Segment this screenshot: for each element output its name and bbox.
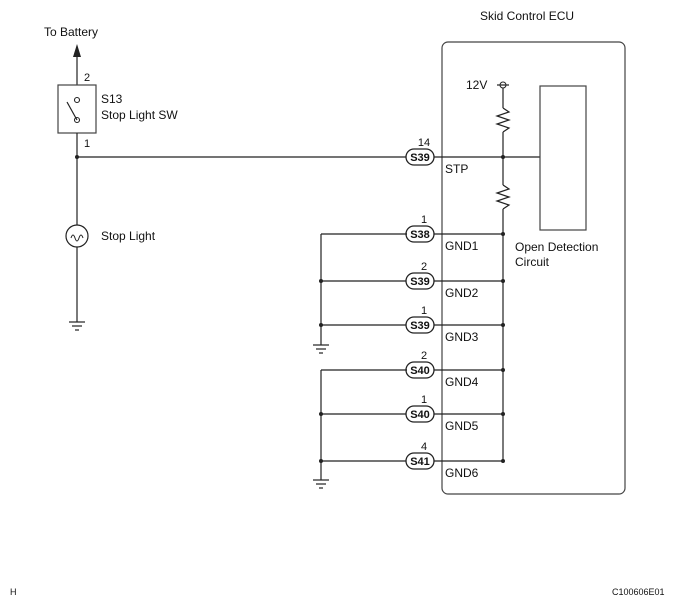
connector-pill (405, 272, 435, 290)
pin-number: 1 (421, 305, 427, 317)
stop-light-lamp-icon (65, 224, 89, 248)
switch-name-label: Stop Light SW (101, 108, 178, 122)
connector-id: S39 (410, 152, 430, 164)
ground-pin-junction-dot (501, 323, 505, 327)
connector-pill (405, 452, 435, 470)
ground-icon (69, 321, 85, 331)
switch-id-label: S13 (101, 92, 123, 106)
pin-number: 1 (421, 394, 427, 406)
battery-arrow-icon (73, 44, 81, 57)
ecu-box (441, 41, 626, 495)
signal-label: GND3 (445, 330, 479, 344)
pin-number: 1 (421, 214, 427, 226)
signal-label: GND4 (445, 375, 479, 389)
ground-bus-group-1 (313, 233, 407, 354)
switch-pin-bottom: 1 (84, 138, 90, 150)
ground-pin-junction-dot (501, 412, 505, 416)
ground-pin-junction-dot (501, 459, 505, 463)
connector-rows: S3914STPS381GND1S392GND2S391GND3S402GND4… (321, 137, 505, 480)
stop-light-label: Stop Light (101, 229, 156, 243)
connector-id: S39 (410, 276, 430, 288)
ground-bus-group-2 (313, 369, 407, 489)
connector-id: S39 (410, 320, 430, 332)
ecu-title: Skid Control ECU (480, 9, 574, 23)
signal-label: GND2 (445, 286, 479, 300)
signal-label: GND6 (445, 466, 479, 480)
pin-number: 2 (421, 350, 427, 362)
battery-label: To Battery (44, 25, 98, 39)
open-detection-block (539, 85, 587, 231)
pin-number: 2 (421, 261, 427, 273)
switch-pin-top: 2 (84, 72, 90, 84)
pullup-resistor-icon (495, 107, 511, 133)
detect-label-line1: Open Detection (515, 240, 598, 254)
connector-pill (405, 405, 435, 423)
pin-number: 4 (421, 441, 427, 453)
connector-id: S41 (410, 456, 430, 468)
pin-number: 14 (418, 137, 430, 149)
ground-pin-junction-dot (501, 279, 505, 283)
signal-label: GND1 (445, 239, 479, 253)
ground-pin-junction-dot (501, 368, 505, 372)
connector-id: S38 (410, 229, 430, 241)
signal-label: GND5 (445, 419, 479, 433)
signal-label: STP (445, 162, 468, 176)
connector-id: S40 (410, 409, 430, 421)
pulldown-resistor-icon (495, 184, 511, 210)
corner-left-label: H (10, 587, 17, 597)
connector-id: S40 (410, 365, 430, 377)
connector-pill (405, 148, 435, 166)
figure-code-label: C100606E01 (612, 587, 665, 597)
stop-light-switch-icon (57, 84, 97, 134)
supply-label: 12V (466, 78, 487, 92)
detect-label-line2: Circuit (515, 255, 550, 269)
connector-pill (405, 316, 435, 334)
supply-terminal-icon (497, 81, 509, 89)
ground-pin-junction-dot (501, 232, 505, 236)
